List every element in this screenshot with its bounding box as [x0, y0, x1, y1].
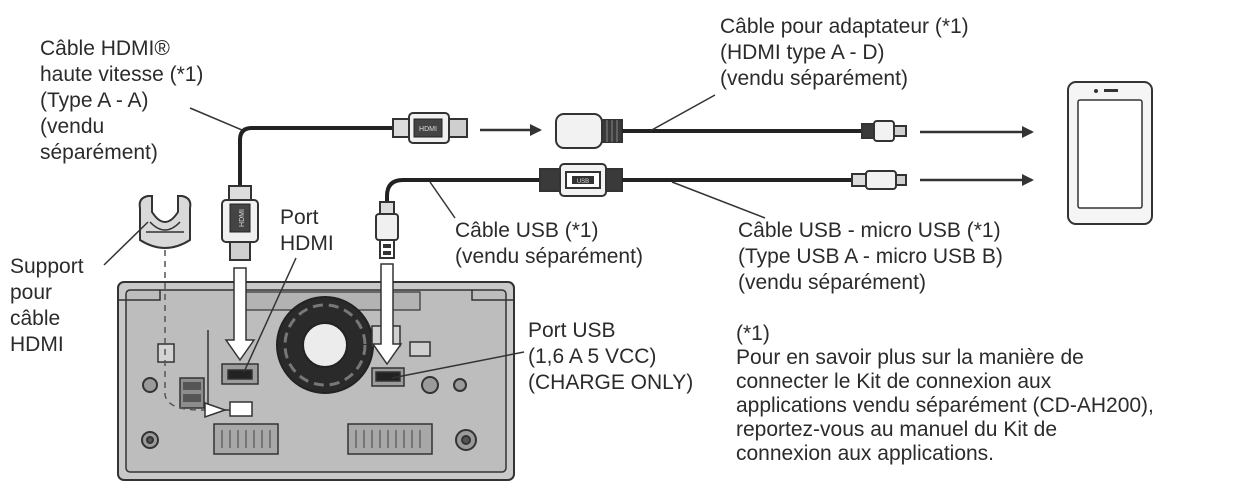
adapter-female-socket	[555, 113, 623, 149]
footnote-marker: (*1)	[736, 322, 770, 345]
leader-lines	[103, 94, 766, 379]
label-adapter-cable: Câble pour adaptateur (*1) (HDMI type A …	[720, 15, 969, 90]
label-usb-micro-cable: Câble USB - micro USB (*1) (Type USB A -…	[738, 219, 1003, 294]
usb-socket-logo: USB	[577, 179, 589, 185]
footnote: (*1) Pour en savoir plus sur la manière …	[736, 322, 1154, 466]
usb-plug-vertical	[375, 201, 399, 259]
bottom-connectors	[213, 325, 433, 455]
support-guide-dashed	[164, 250, 226, 411]
label-hdmi-port: Port HDMI	[280, 206, 334, 255]
usb-female-socket: USB	[539, 163, 623, 197]
footnote-line-4: reportez-vous au manuel du Kit de	[736, 418, 1058, 441]
hdmi-adapter-cable	[555, 113, 907, 149]
insert-arrows	[224, 263, 403, 366]
hdmi-plug-horizontal: HDMI	[392, 112, 468, 144]
usb-cable: USB	[375, 163, 623, 259]
cooling-fan	[276, 296, 374, 394]
label-hdmi-support: Support pour câble HDMI	[10, 255, 84, 356]
footnote-line-2: connecter le Kit de connexion aux	[736, 370, 1052, 393]
label-usb-port: Port USB (1,6 A 5 VCC) (CHARGE ONLY)	[528, 319, 694, 394]
smartphone	[1067, 81, 1153, 225]
support-slot	[229, 401, 253, 417]
micro-usb-plug	[851, 170, 907, 190]
label-usb-cable: Câble USB (*1) (vendu séparément)	[455, 219, 643, 268]
hdmi-plug-vertical: HDMI	[221, 185, 259, 261]
label-hdmi-cable: Câble HDMI® haute vitesse (*1) (Type A -…	[40, 37, 204, 164]
hdmi-cable: HDMI HDMI	[221, 112, 468, 261]
hdmi-port-socket	[221, 363, 259, 385]
hdmi-cable-support-clip	[138, 195, 192, 249]
hdmi-plug-logo-2: HDMI	[419, 126, 437, 133]
footnote-line-3: applications vendu séparément (CD-AH200)…	[736, 394, 1154, 417]
hdmi-plug-logo: HDMI	[239, 209, 246, 227]
footnote-line-5: connexion aux applications.	[736, 442, 995, 465]
usb-micro-usb-cable	[622, 170, 907, 190]
micro-hdmi-plug	[861, 120, 907, 142]
footnote-line-1: Pour en savoir plus sur la manière de	[736, 346, 1084, 369]
usb-port-socket	[371, 367, 405, 387]
